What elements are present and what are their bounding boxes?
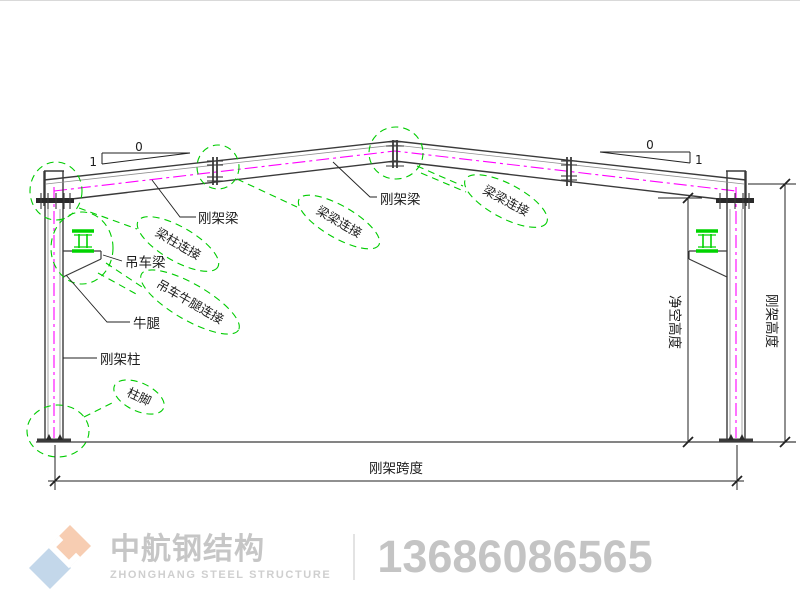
frame-beam-label-upper: 刚架梁 [380,192,421,208]
callout-bubbles [26,126,548,458]
beam-beam-connection-right-label: 梁梁连接 [481,182,533,219]
left-beam-splice [207,157,223,185]
labels: 刚架梁 刚架梁 吊车梁 牛腿 刚架柱 梁柱连接 吊车牛腿连接 柱脚 梁梁连接 梁… [89,138,780,477]
left-column-base [37,434,71,442]
company-name-cn: 中航钢结构 [110,532,265,567]
right-slope-zero: 0 [646,138,654,152]
crane-corbel-connection-label: 吊车牛腿连接 [154,276,227,327]
right-column-base [719,434,753,442]
crane-callout-circle [50,211,114,285]
crane-corbel-ellipse [140,269,240,335]
base-callout-circle [26,404,90,458]
dimensions [48,151,796,490]
left-slope-zero: 0 [135,140,143,154]
span-dimension-label: 刚架跨度 [369,461,423,477]
clear-height-dimension [658,192,702,448]
left-splice-callout-circle [196,144,240,190]
right-slope-one: 1 [695,153,703,167]
beam-beam-right-ellipse [464,174,548,228]
ridge-splice-connection [386,140,404,168]
right-eave-connection [716,193,754,209]
left-frame-column [44,170,64,440]
phone-number: 13686086565 [377,531,653,582]
company-name-en: ZHONGHANG STEEL STRUCTURE [110,569,332,581]
company-logo-icon [29,525,91,589]
right-corbel [688,250,728,278]
corbel-label: 牛腿 [133,316,160,332]
footer-divider [353,534,356,580]
centerlines [53,150,737,438]
left-corbel [62,250,102,278]
left-slope-one: 1 [89,155,97,169]
ridge-callout-circle [368,126,424,180]
right-slope-symbol [599,151,691,164]
steel-structure [36,140,796,443]
left-slope-symbol [101,152,191,165]
left-crane-beam [72,229,94,253]
frame-height-dimension [748,178,796,448]
column-base-label: 柱脚 [125,384,154,408]
beam-beam-connection-left-label: 梁梁连接 [314,203,365,241]
left-eave-connection [36,193,74,209]
beam-beam-left-ellipse [297,194,381,250]
crane-beams [72,229,718,253]
company-brand: 中航钢结构 ZHONGHANG STEEL STRUCTURE [110,533,331,581]
beam-column-ellipse [136,216,220,272]
span-dimension [48,445,744,490]
column-base-ellipse [113,379,165,415]
label-leaders [63,161,377,359]
watermark-footer: 中航钢结构 ZHONGHANG STEEL STRUCTURE 13686086… [28,523,653,591]
right-beam-splice [561,157,577,186]
frame-height-dimension-label: 刚架高度 [763,294,780,348]
frame-column-label: 刚架柱 [100,352,141,368]
right-frame-column [726,170,746,440]
eave-callout-circle [29,161,83,221]
clear-height-dimension-label: 净空高度 [666,295,683,349]
crane-beam-label: 吊车梁 [125,254,166,271]
right-crane-beam [696,229,718,253]
frame-beam-label-lower: 刚架梁 [198,211,239,227]
